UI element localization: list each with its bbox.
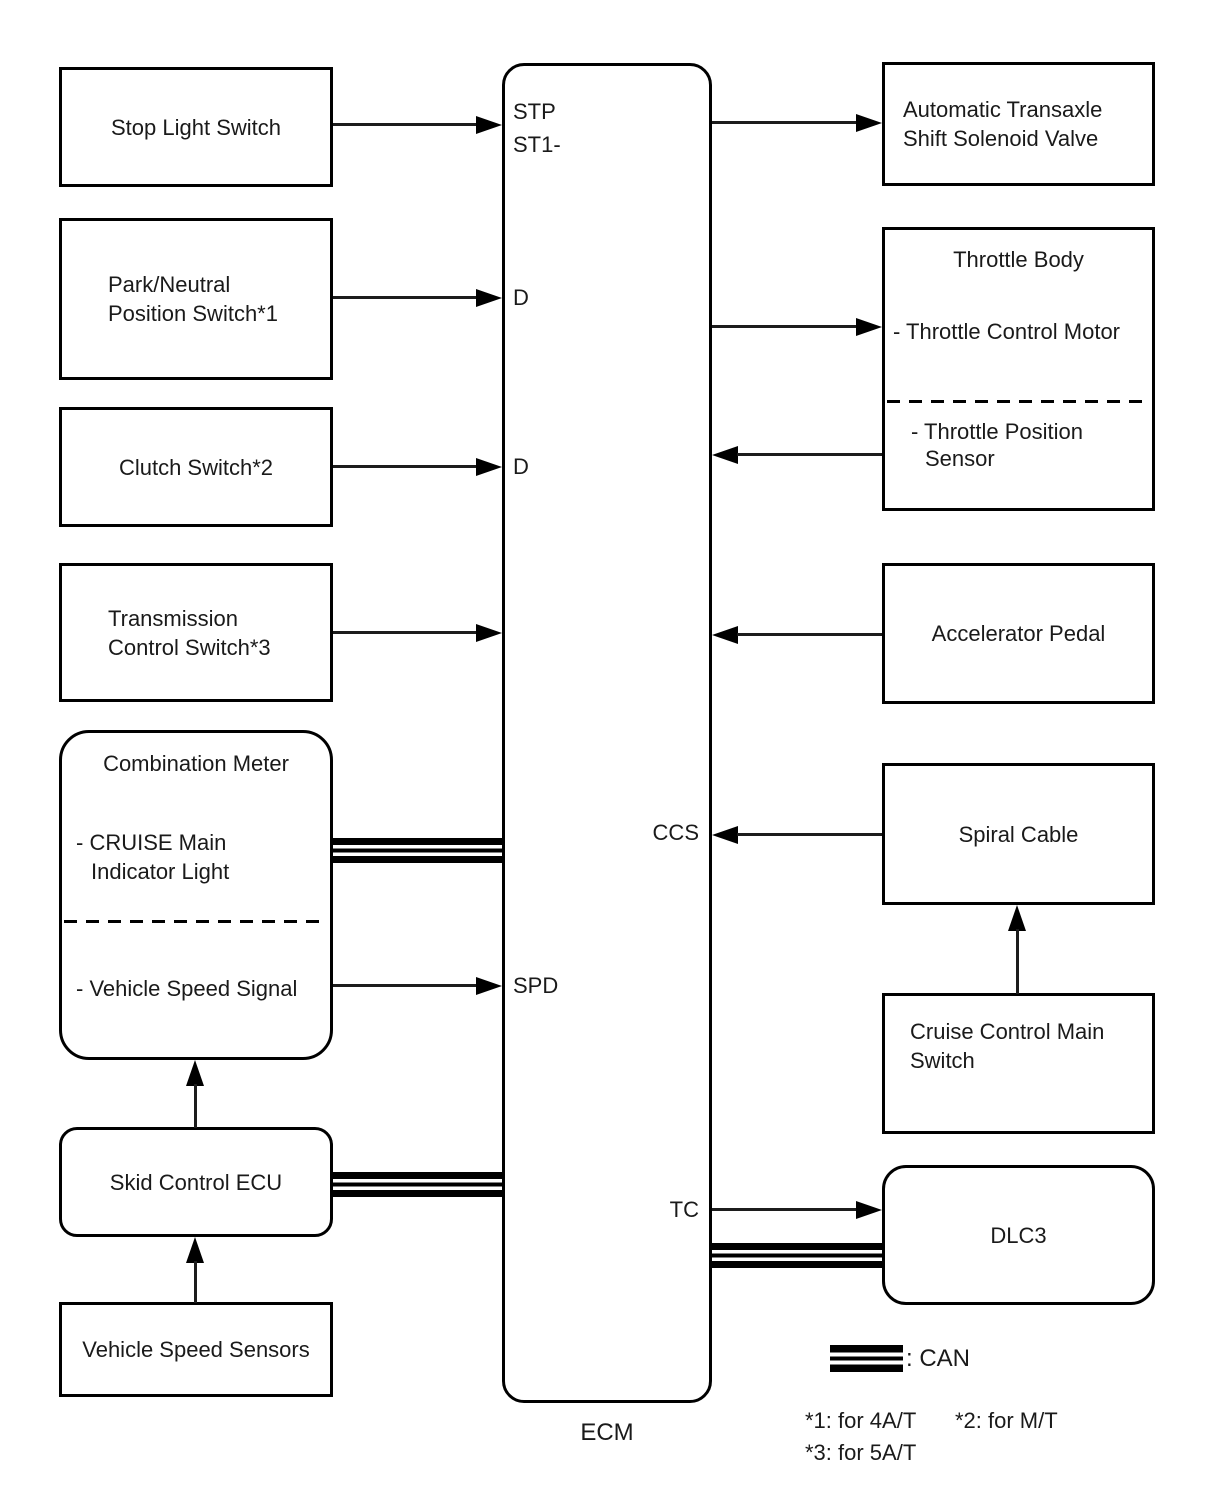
cruise-main-indicator-line2: Indicator Light: [91, 859, 230, 884]
automatic-transaxle-box: Automatic Transaxle Shift Solenoid Valve: [882, 62, 1155, 186]
ecm-port-d-park-neutral: D: [513, 285, 529, 310]
vehicle-speed-sensors-box: Vehicle Speed Sensors: [59, 1302, 333, 1397]
park-neutral-line1: Park/Neutral: [108, 272, 231, 297]
can-legend-symbol: [830, 1345, 903, 1372]
park-neutral-line2: Position Switch*1: [108, 301, 278, 326]
cruise-control-main-switch-line1: Cruise Control Main: [910, 1019, 1105, 1044]
stop-light-switch-label: Stop Light Switch: [111, 114, 281, 140]
automatic-transaxle-line1: Automatic Transaxle: [903, 97, 1103, 122]
transmission-line2: Control Switch*3: [108, 634, 271, 660]
can-bus-skid-control-ecu-ecm: [333, 1172, 502, 1197]
skid-control-ecu-label: Skid Control ECU: [109, 1169, 283, 1195]
throttle-control-motor-label: - Throttle Control Motor: [893, 319, 1121, 344]
cruise-main-indicator-line1: - CRUISE Main: [76, 830, 227, 855]
cruise-control-main-switch-line2: Switch: [910, 1048, 975, 1073]
automatic-transaxle-line2: Shift Solenoid Valve: [903, 126, 1099, 151]
accelerator-pedal-box: Accelerator Pedal: [882, 563, 1155, 704]
park-neutral-position-switch-box: Park/Neutral Position Switch*1: [59, 218, 333, 380]
throttle-body-title: Throttle Body: [953, 247, 1084, 272]
can-bus-ecm-dlc3: [712, 1243, 882, 1268]
can-legend-label: : CAN: [906, 1345, 971, 1372]
throttle-position-sensor-line2: Sensor: [925, 446, 995, 471]
footnote-1: *1: for 4A/T: [805, 1408, 917, 1433]
clutch-switch-box: Clutch Switch*2: [59, 407, 333, 527]
can-bus-combination-meter-ecm: [333, 838, 502, 863]
cruise-control-main-switch-box: Cruise Control Main Switch: [882, 993, 1155, 1134]
dlc3-label: DLC3: [990, 1222, 1047, 1248]
ecm-port-st1: ST1-: [513, 132, 561, 157]
accelerator-pedal-label: Accelerator Pedal: [931, 621, 1106, 646]
vehicle-speed-signal-label: - Vehicle Speed Signal: [76, 976, 298, 1001]
stop-light-switch-box: Stop Light Switch: [59, 67, 333, 187]
throttle-body-divider: [887, 400, 1150, 403]
dlc3-box: DLC3: [882, 1165, 1155, 1305]
ecm-port-ccs: CCS: [652, 820, 699, 845]
ecm-port-tc: TC: [669, 1197, 699, 1222]
footnote-2: *2: for M/T: [955, 1408, 1058, 1433]
skid-control-ecu-box: Skid Control ECU: [59, 1127, 333, 1237]
throttle-position-sensor-line1: - Throttle Position: [911, 419, 1084, 444]
spiral-cable-label: Spiral Cable: [958, 821, 1079, 847]
combination-meter-divider: [64, 920, 328, 923]
transmission-control-switch-box: Transmission Control Switch*3: [59, 563, 333, 702]
ecm-port-d-clutch: D: [513, 454, 529, 479]
spiral-cable-box: Spiral Cable: [882, 763, 1155, 905]
transmission-line1: Transmission: [108, 605, 238, 631]
ecm-box: STP ST1- D D CCS SPD TC: [502, 63, 712, 1403]
footnote-3: *3: for 5A/T: [805, 1440, 917, 1465]
clutch-switch-label: Clutch Switch*2: [118, 454, 274, 480]
ecm-port-spd: SPD: [513, 973, 559, 998]
ecm-port-stp: STP: [513, 99, 556, 124]
vehicle-speed-sensors-label: Vehicle Speed Sensors: [82, 1337, 310, 1362]
combination-meter-box: Combination Meter - CRUISE Main Indicato…: [59, 730, 333, 1060]
ecm-caption: ECM: [580, 1419, 634, 1446]
combination-meter-title: Combination Meter: [103, 751, 289, 776]
throttle-body-box: Throttle Body - Throttle Control Motor -…: [882, 227, 1155, 511]
